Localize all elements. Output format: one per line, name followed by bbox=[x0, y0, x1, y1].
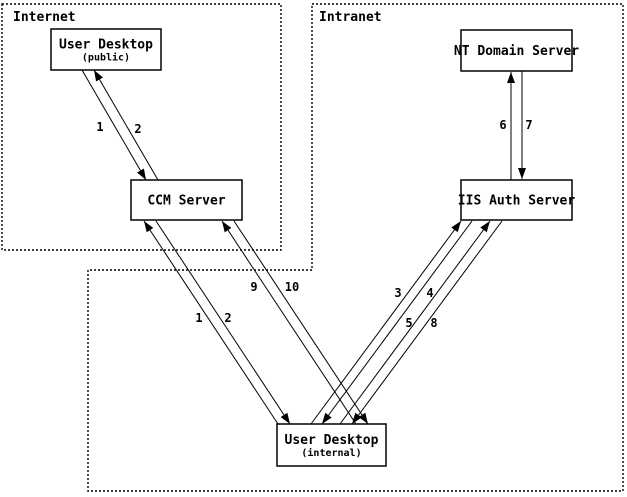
edge-line-8-11 bbox=[351, 220, 503, 425]
edge-label-1-4: 1 bbox=[195, 311, 202, 325]
edge-label-3-8: 3 bbox=[394, 286, 401, 300]
edge-label-1-0: 1 bbox=[96, 120, 103, 134]
edge-label-2-5: 2 bbox=[224, 311, 231, 325]
edge-label-9-6: 9 bbox=[250, 280, 257, 294]
edge-label-7-3: 7 bbox=[525, 118, 532, 132]
node-user-desktop-public-box bbox=[50, 28, 162, 71]
edge-label-5-10: 5 bbox=[405, 316, 412, 330]
node-user-desktop-public-label: User Desktop bbox=[59, 38, 153, 53]
edge-label-4-9: 4 bbox=[426, 286, 433, 300]
edge-label-2-1: 2 bbox=[134, 122, 141, 136]
edge-line-4-9 bbox=[321, 220, 473, 425]
zone-internet-outline bbox=[1, 3, 282, 251]
edge-label-6-2: 6 bbox=[499, 118, 506, 132]
node-user-desktop-internal-label: User Desktop bbox=[285, 433, 379, 448]
node-user-desktop-internal: User Desktop(internal) bbox=[276, 423, 387, 467]
zone-intranet-label: Intranet bbox=[319, 10, 382, 25]
node-user-desktop-public: User Desktop(public) bbox=[50, 28, 162, 71]
edge-line-10-7 bbox=[233, 220, 369, 425]
zones-layer: Internet Intranet bbox=[1, 3, 624, 492]
zone-intranet-outline bbox=[87, 3, 624, 492]
node-nt-domain-server-label: NT Domain Server bbox=[454, 44, 579, 59]
edge-label-10-7: 10 bbox=[285, 280, 299, 294]
node-nt-domain-server-box bbox=[460, 29, 573, 72]
node-ccm-server-box bbox=[130, 179, 243, 221]
node-iis-auth-server-label: IIS Auth Server bbox=[458, 194, 576, 209]
edge-line-3-8 bbox=[310, 220, 462, 425]
edge-line-2-1 bbox=[93, 69, 159, 181]
node-user-desktop-internal-sublabel: (internal) bbox=[301, 447, 361, 459]
node-ccm-server-label: CCM Server bbox=[147, 194, 225, 209]
edge-line-9-6 bbox=[221, 220, 357, 425]
edge-label-8-11: 8 bbox=[430, 316, 437, 330]
node-user-desktop-internal-box bbox=[276, 423, 387, 467]
node-ccm-server: CCM Server bbox=[130, 179, 243, 221]
node-nt-domain-server: NT Domain Server bbox=[454, 29, 579, 72]
edge-line-1-0 bbox=[81, 69, 147, 181]
edge-line-5-10 bbox=[339, 220, 491, 425]
edge-labels-layer: 1 2 6 7 1 2 9 10 3 4 5 8 bbox=[96, 118, 532, 330]
node-iis-auth-server-box bbox=[460, 179, 573, 221]
edge-line-2-5 bbox=[155, 220, 291, 425]
edges-layer bbox=[81, 69, 526, 425]
edge-line-1-4 bbox=[143, 220, 279, 425]
node-user-desktop-public-sublabel: (public) bbox=[82, 52, 130, 64]
node-iis-auth-server: IIS Auth Server bbox=[458, 179, 576, 221]
zone-internet-label: Internet bbox=[13, 10, 76, 25]
